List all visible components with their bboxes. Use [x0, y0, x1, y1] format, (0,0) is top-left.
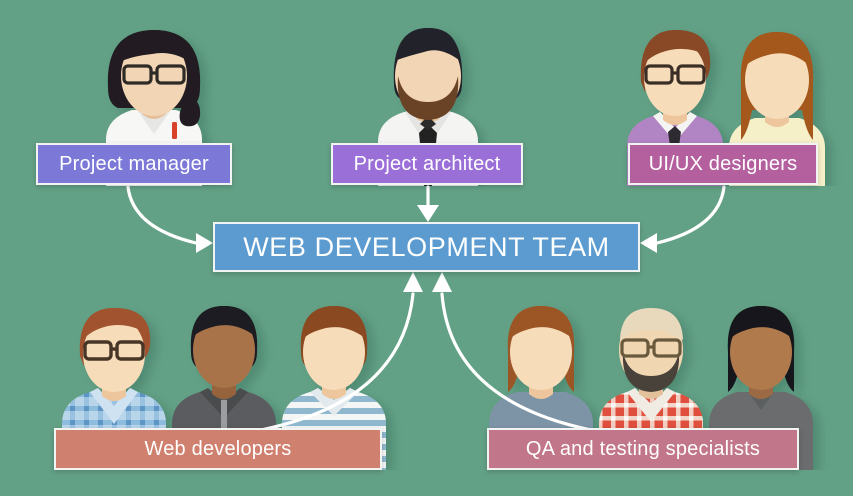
node-label-qa-testing-specialists: QA and testing specialists — [525, 437, 761, 460]
beard — [397, 76, 459, 120]
node-web-developers[interactable]: Web developers — [54, 428, 382, 470]
node-qa-testing-specialists[interactable]: QA and testing specialists — [487, 428, 799, 470]
node-web-development-team[interactable]: WEB DEVELOPMENT TEAM — [213, 222, 640, 272]
node-label-web-development-team: WEB DEVELOPMENT TEAM — [243, 231, 610, 262]
node-project-architect[interactable]: Project architect — [331, 143, 523, 185]
glasses-icon — [122, 64, 186, 85]
node-label-web-developers: Web developers — [144, 437, 292, 460]
node-label-uiux-designers: UI/UX designers — [648, 152, 798, 175]
glasses-icon — [644, 64, 706, 85]
pen-icon — [172, 122, 177, 139]
glasses-icon — [83, 340, 145, 361]
node-project-manager[interactable]: Project manager — [36, 143, 232, 185]
node-label-project-manager: Project manager — [59, 152, 209, 175]
node-uiux-designers[interactable]: UI/UX designers — [628, 143, 818, 185]
node-label-project-architect: Project architect — [353, 152, 501, 175]
